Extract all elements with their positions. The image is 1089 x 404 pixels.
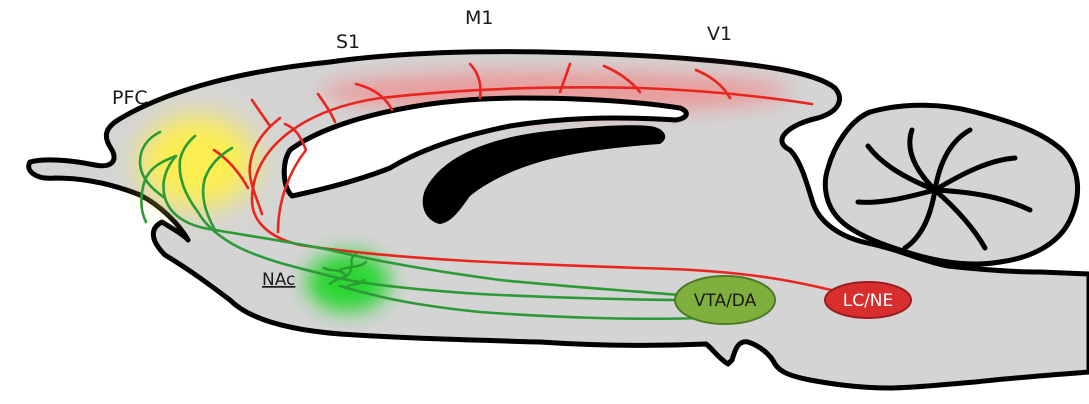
pfc-highlight bbox=[140, 116, 256, 208]
label-vta-da: VTA/DA bbox=[694, 291, 757, 311]
label-s1: S1 bbox=[336, 31, 360, 53]
label-lc-ne: LC/NE bbox=[843, 291, 894, 311]
label-nac: NAc bbox=[262, 270, 295, 290]
label-m1: M1 bbox=[465, 7, 493, 29]
label-v1: V1 bbox=[707, 23, 732, 45]
label-pfc: PFC bbox=[112, 87, 148, 109]
